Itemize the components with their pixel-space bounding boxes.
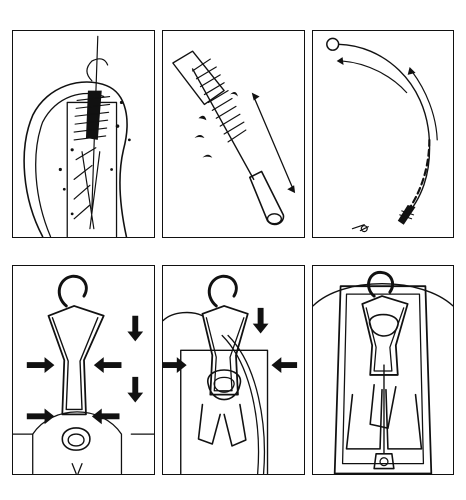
panel-long-cleaner (312, 30, 454, 238)
hanger-in-bladder-icon (163, 274, 298, 474)
panel-tube-brush (162, 30, 305, 238)
tube-brush-icon (172, 50, 296, 226)
panel-hanger-drying (312, 265, 454, 475)
hanger-insertion-icon (13, 274, 154, 474)
panel-hanger-insert (12, 265, 155, 475)
long-tube-cleaner-icon (326, 37, 438, 233)
brush-cleaning-bladder-icon (23, 35, 131, 237)
hanger-drying-icon (313, 270, 453, 474)
panel-hanger-in-bladder (162, 265, 305, 475)
panel-brush-in-bladder (12, 30, 155, 238)
